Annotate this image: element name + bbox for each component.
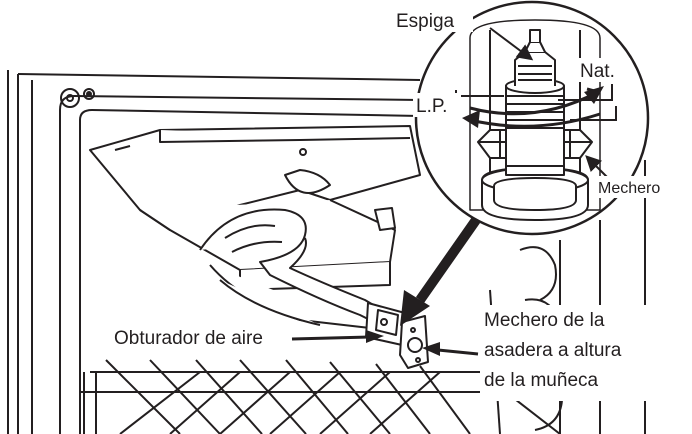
label-wrist-burner-line3: de la muñeca <box>484 370 599 391</box>
label-wrist-burner-line2: asadera a altura <box>484 340 622 361</box>
label-lp: L.P. <box>416 96 447 117</box>
lp-bracket-right <box>570 106 617 121</box>
label-natural: Nat. <box>580 61 615 82</box>
wrist-burner-leader <box>422 342 479 356</box>
label-spigot: Espiga <box>396 11 455 32</box>
spigot-leader <box>489 27 534 61</box>
rotation-arrow-lp <box>469 112 601 128</box>
broiler-burner <box>89 125 429 369</box>
screw-heads <box>60 88 95 108</box>
nat-bracket-line <box>558 84 613 101</box>
air-shutter-leader <box>291 330 384 343</box>
oven-rack <box>80 359 561 434</box>
burner-leader <box>585 155 609 179</box>
rotation-arrow-natural-head <box>584 86 604 104</box>
oven-frame <box>7 70 646 434</box>
label-burner: Mechero <box>598 180 660 197</box>
zoom-pointer-arrow <box>400 217 481 326</box>
label-air-shutter: Obturador de aire <box>114 328 263 349</box>
label-wrist-burner-line1: Mechero de la <box>484 310 605 331</box>
rotation-arrow-lp-head <box>462 110 480 128</box>
zoom-callout <box>414 0 650 236</box>
